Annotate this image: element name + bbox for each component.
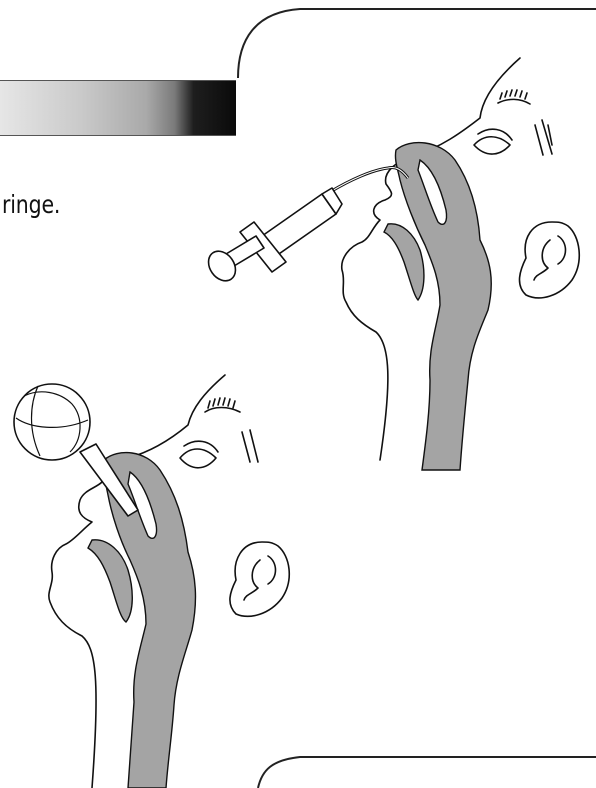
panel-frame-top (238, 9, 596, 78)
panel-frame-bottom (258, 757, 596, 788)
airway-tissue-upper (384, 143, 491, 470)
airway-tissue-lower (88, 453, 195, 788)
bulb-syringe-icon (14, 384, 138, 516)
syringe-icon (203, 167, 408, 285)
